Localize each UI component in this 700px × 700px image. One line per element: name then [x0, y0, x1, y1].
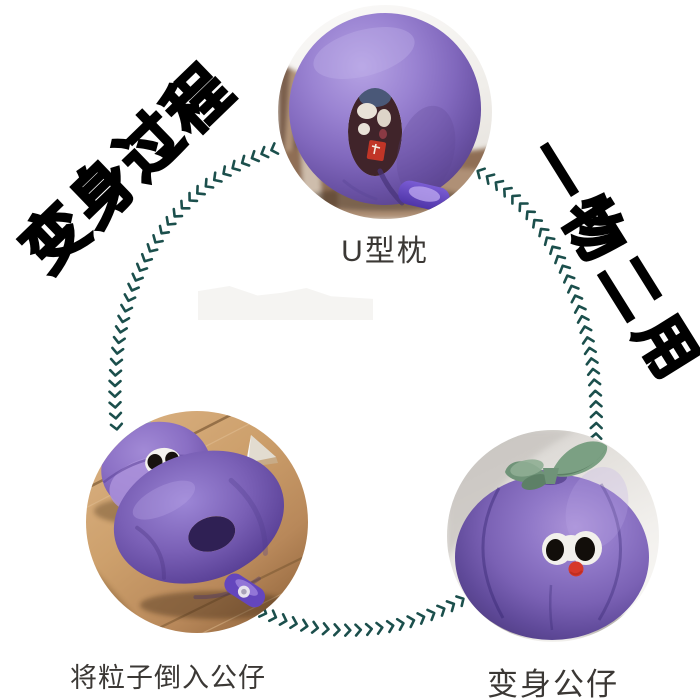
u-pillow-illustration — [278, 5, 492, 219]
doll-photo — [447, 430, 659, 642]
doll-face — [542, 531, 602, 577]
fill-doll-illustration — [86, 411, 308, 633]
pillow-shading — [313, 27, 456, 206]
doll-leaves — [505, 441, 608, 490]
paper-corner — [246, 435, 278, 467]
u-pillow-caption: U型枕 — [341, 235, 429, 268]
fill-doll-photo — [86, 411, 308, 633]
doll-caption: 变身公仔 — [487, 667, 619, 700]
snap-tab — [224, 573, 266, 608]
fabric-window — [348, 87, 402, 176]
u-pillow-photo — [278, 5, 492, 219]
backdrop-shade — [447, 430, 577, 560]
arrow-chevron-path — [108, 142, 603, 637]
neck-pillow — [113, 450, 284, 600]
snap-tab — [398, 180, 450, 212]
fill-doll-caption: 将粒子倒入公仔 — [70, 663, 266, 693]
doll-illustration — [447, 430, 659, 642]
u-pillow-body — [289, 13, 482, 205]
